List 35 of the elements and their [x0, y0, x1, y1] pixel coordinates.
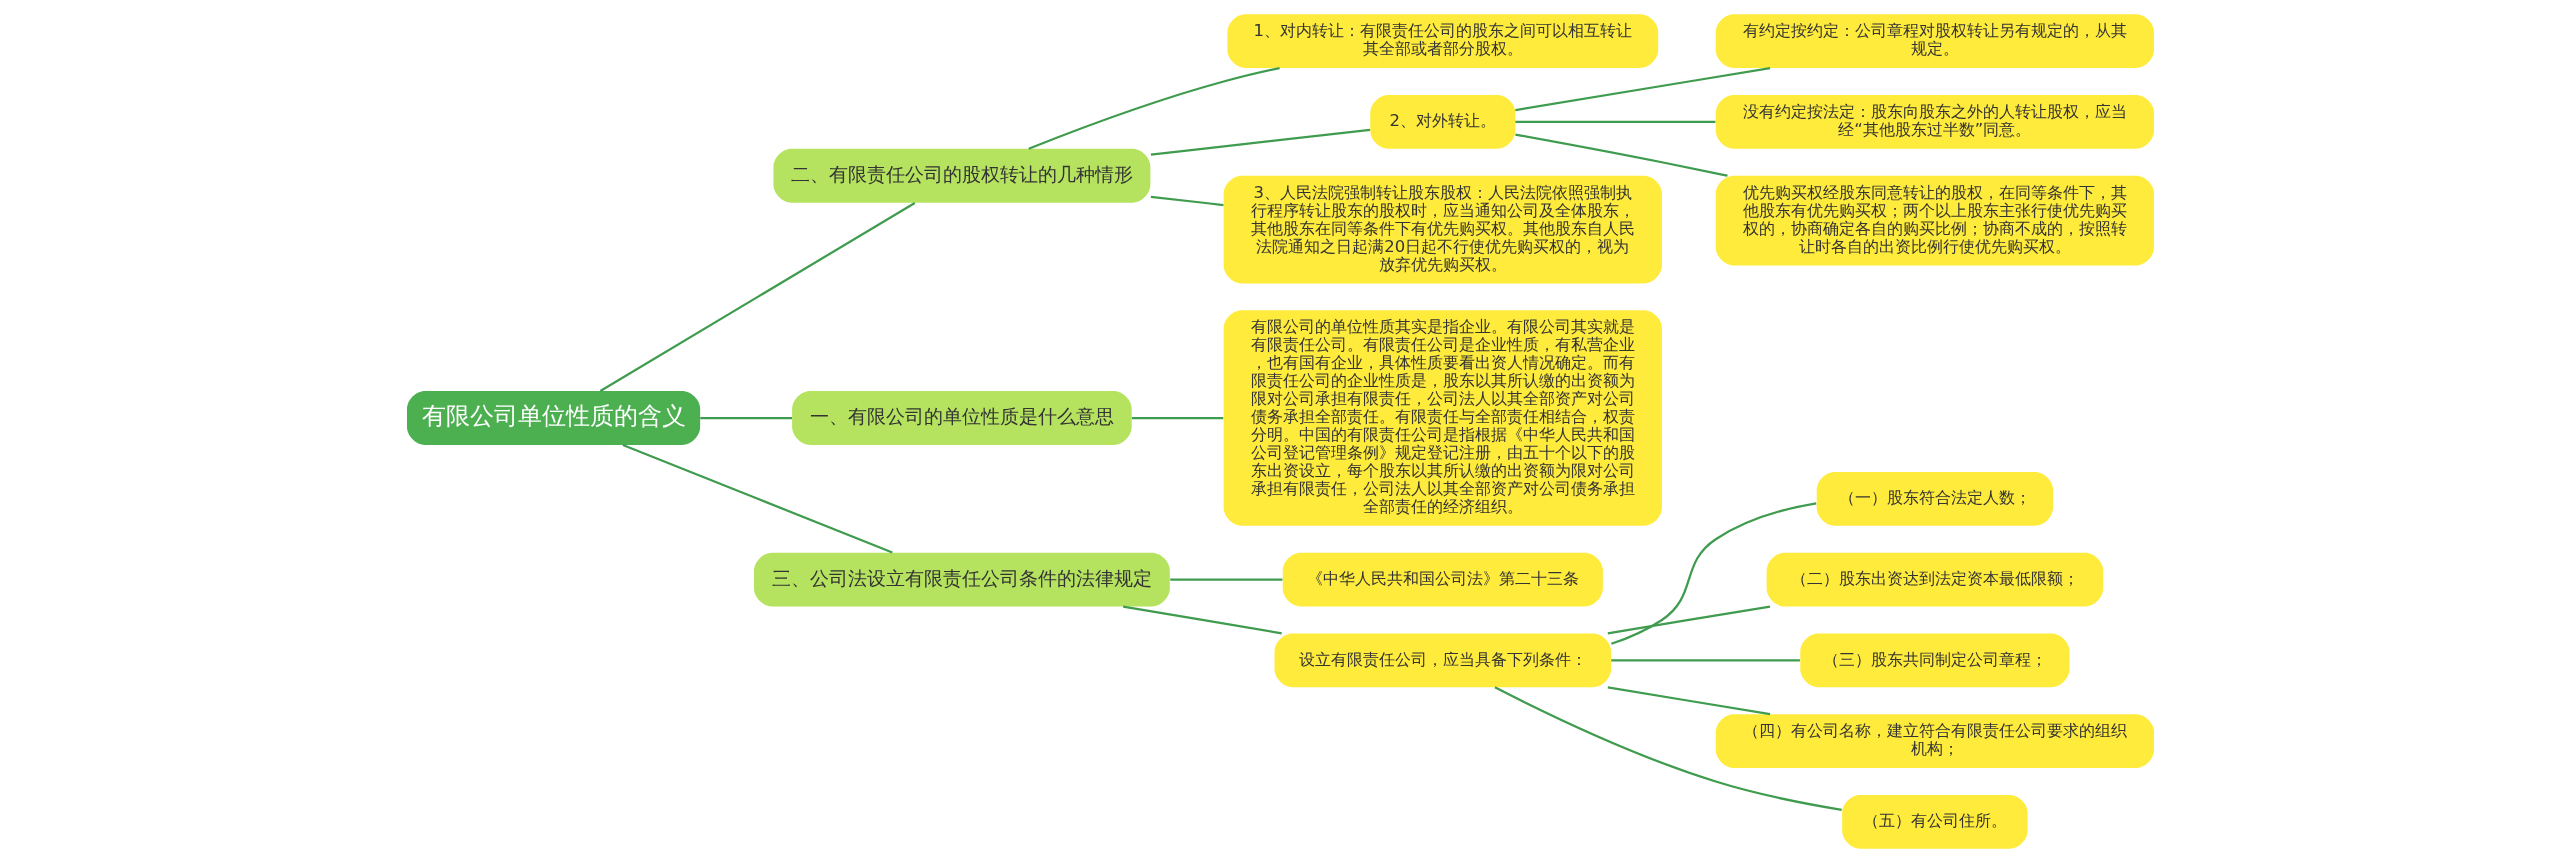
node-box: 有限公司单位性质的含义 — [406, 391, 700, 445]
node-box: （五）有公司住所。 — [1841, 794, 2028, 849]
connector — [1610, 659, 1800, 662]
connector — [1607, 605, 1770, 635]
node-box: （四）有公司名称，建立符合有限责任公司要求的组织机构； — [1715, 714, 2154, 769]
node-box: 有约定按约定：公司章程对股权转让另有规定的，从其规定。 — [1715, 14, 2154, 69]
node-box: 设立有限责任公司，应当具备下列条件： — [1274, 633, 1611, 688]
node-box: 有限公司的单位性质其实是指企业。有限公司其实就是有限责任公司。有限责任公司是企业性质，有私营企业，也有国有企业，具体性质要看出资人情况确定。而有限责任公司的企业性质是，股东以其所认缴的出资额为限对公司承担有限责任，公司法人以其全部资产对公司债务承担全部责任。有限责任与全部责任相结合，权责分明。中国的有限责任公司是指根据《中华人民共和国公司登记管理条例》规定登记注册，由五十个以下的股东出资设立，每个股东以其所认缴的出资额为限对公司承担有限责任，公司法人以其全部资产对公司债务承担全部责任的经济组织。 — [1223, 310, 1662, 526]
connector — [699, 416, 792, 420]
node-box: 2、对外转让。 — [1369, 94, 1515, 149]
connector — [1169, 578, 1282, 581]
node-box: （二）股东出资达到法定资本最低限额； — [1766, 552, 2103, 607]
node-box: 三、公司法设立有限责任公司条件的法律规定 — [753, 552, 1170, 607]
connector — [622, 444, 893, 554]
connector — [1122, 605, 1282, 635]
connector — [1131, 416, 1223, 420]
connector — [1514, 66, 1770, 112]
node-box: 一、有限公司的单位性质是什么意思 — [791, 391, 1132, 445]
node-box: 优先购买权经股东同意转让的股权，在同等条件下，其他股东有优先购买权；两个以上股东主张行使优先购买权的，协商确定各自的购买比例；协商不成的，按照转让时各自的出资比例行使优先购买权。 — [1715, 175, 2154, 266]
connector — [1607, 686, 1770, 716]
node-box: 3、人民法院强制转让股东股权：人民法院依照强制执行程序转让股东的股权时，应当通知公司及全体股东，其他股东在同等条件下有优先购买权。其他股东自人民法院通知之日起满20日起不行使优先购买权的，视为放弃优先购买权。 — [1223, 175, 1662, 284]
connector — [1027, 66, 1280, 150]
node-box: （三）股东共同制定公司章程； — [1799, 633, 2069, 688]
node-box: （一）股东符合法定人数； — [1816, 471, 2053, 526]
node-box: 二、有限责任公司的股权转让的几种情形 — [772, 148, 1150, 203]
node-box: 《中华人民共和国公司法》第二十三条 — [1282, 552, 1603, 607]
connector — [1150, 195, 1224, 207]
connector — [1493, 686, 1842, 811]
connector — [599, 202, 915, 392]
node-box: 1、对内转让：有限责任公司的股东之间可以相互转让其全部或者部分股权。 — [1226, 14, 1658, 69]
node-box: 没有约定按法定：股东向股东之外的人转让股权，应当经“其他股东过半数”同意。 — [1715, 94, 2154, 149]
connector — [1150, 128, 1370, 156]
connector — [1514, 133, 1728, 177]
connector — [1610, 502, 1816, 645]
connector — [1514, 120, 1715, 123]
